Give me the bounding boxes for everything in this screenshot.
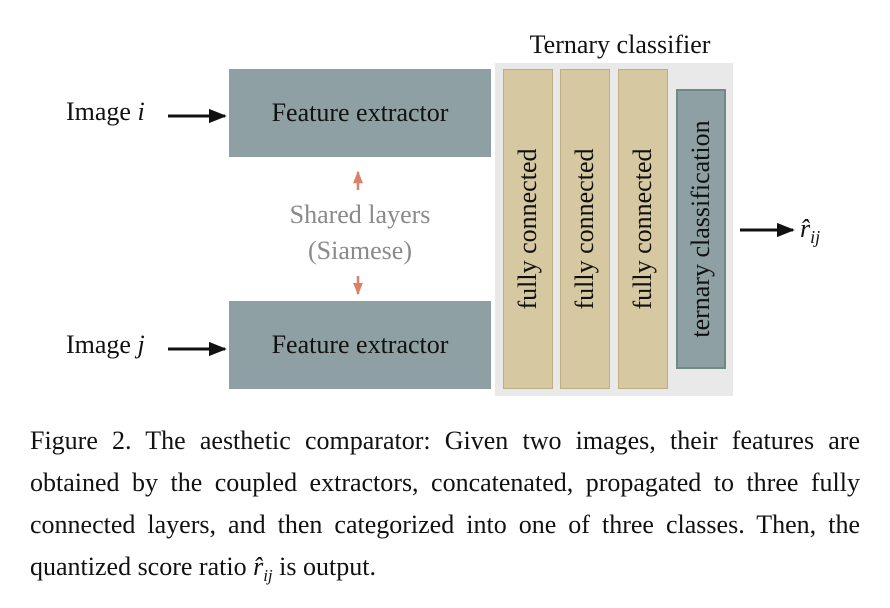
input-j-var: j [137, 330, 145, 359]
output-label: r̂ij [800, 214, 820, 248]
input-j-prefix: Image [66, 330, 138, 359]
caption-subscript: ij [263, 566, 273, 586]
caption-symbol: r̂ [253, 552, 264, 581]
caption-text: Figure 2. The aesthetic comparator: Give… [30, 426, 860, 581]
feature-extractor-bottom: Feature extractor [229, 301, 491, 389]
output-subscript: ij [810, 227, 821, 248]
input-i-prefix: Image [66, 97, 138, 126]
input-label-j: Image j [66, 330, 145, 360]
classifier-title: Ternary classifier [529, 30, 711, 59]
feature-extractor-bottom-label: Feature extractor [271, 330, 449, 359]
output-symbol: r̂ [800, 214, 811, 243]
fc-layer-3: fully connected [618, 69, 668, 389]
figure-caption: Figure 2. The aesthetic comparator: Give… [30, 420, 860, 597]
caption-tail: is output. [272, 552, 376, 581]
feature-extractor-top-label: Feature extractor [271, 98, 449, 127]
shared-layers-line1: Shared layers [289, 200, 431, 229]
ternary-classification-layer: ternary classification [676, 89, 726, 369]
fc-layer-2: fully connected [560, 69, 610, 389]
feature-extractor-top: Feature extractor [229, 69, 491, 157]
shared-layers-label: Shared layers (Siamese) [245, 197, 475, 269]
shared-layers-line2: (Siamese) [308, 236, 412, 265]
input-label-i: Image i [66, 97, 145, 127]
input-i-var: i [137, 97, 145, 126]
fc-layer-1: fully connected [503, 69, 553, 389]
